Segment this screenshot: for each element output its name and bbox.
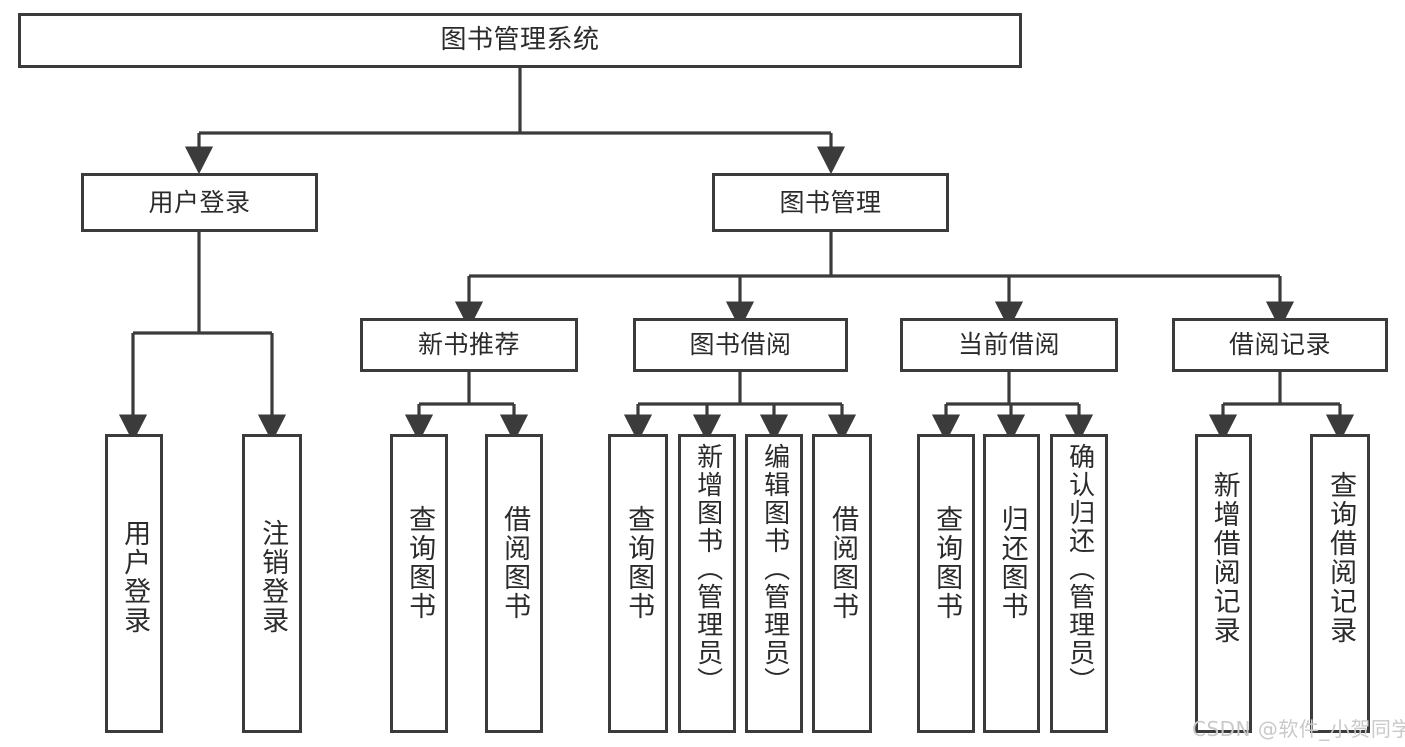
leaf-return-book[interactable]: 归还图书 — [983, 434, 1040, 733]
leaf-user-login[interactable]: 用户登录 — [105, 434, 163, 733]
node-current-borrow[interactable]: 当前借阅 — [900, 318, 1118, 372]
node-label: 用户登录 — [119, 519, 151, 635]
node-label: 新书推荐 — [417, 330, 520, 360]
node-label: 确认归还（管理员） — [1064, 443, 1095, 695]
node-label: 查询图书 — [404, 505, 436, 621]
node-label: 新增借阅记录 — [1208, 471, 1240, 645]
node-user-login[interactable]: 用户登录 — [81, 173, 318, 232]
node-label: 查询借阅记录 — [1325, 471, 1357, 645]
leaf-edit-book-admin[interactable]: 编辑图书（管理员） — [745, 434, 803, 733]
node-label: 借阅图书 — [827, 505, 859, 621]
node-label: 借阅记录 — [1228, 330, 1331, 360]
node-label: 查询图书 — [931, 505, 963, 621]
leaf-borrow-book-recommend[interactable]: 借阅图书 — [485, 434, 543, 733]
node-label: 归还图书 — [996, 505, 1028, 621]
leaf-user-logout[interactable]: 注销登录 — [242, 434, 302, 733]
node-label: 图书借阅 — [689, 330, 792, 360]
node-label: 图书管理系统 — [440, 25, 600, 56]
node-label: 借阅图书 — [499, 505, 531, 621]
node-label: 编辑图书（管理员） — [759, 443, 790, 695]
leaf-query-borrow-record[interactable]: 查询借阅记录 — [1310, 434, 1370, 733]
node-label: 注销登录 — [257, 519, 289, 635]
node-label: 新增图书（管理员） — [692, 443, 723, 695]
leaf-query-book-current[interactable]: 查询图书 — [917, 434, 975, 733]
leaf-confirm-return-admin[interactable]: 确认归还（管理员） — [1050, 434, 1108, 733]
node-new-book-recommend[interactable]: 新书推荐 — [360, 318, 578, 372]
node-label: 查询图书 — [623, 505, 655, 621]
leaf-add-book-admin[interactable]: 新增图书（管理员） — [678, 434, 736, 733]
leaf-add-borrow-record[interactable]: 新增借阅记录 — [1195, 434, 1252, 733]
node-borrow-record[interactable]: 借阅记录 — [1172, 318, 1388, 372]
node-root-library-system[interactable]: 图书管理系统 — [18, 13, 1022, 68]
csdn-watermark: CSDN @软件_小贺同学 — [1192, 717, 1405, 741]
node-label: 当前借阅 — [957, 330, 1060, 360]
node-label: 图书管理 — [779, 187, 882, 217]
leaf-query-book-recommend[interactable]: 查询图书 — [390, 434, 448, 733]
node-label: 用户登录 — [148, 187, 251, 217]
leaf-borrow-book[interactable]: 借阅图书 — [812, 434, 872, 733]
node-book-borrow[interactable]: 图书借阅 — [633, 318, 848, 372]
node-book-management[interactable]: 图书管理 — [712, 173, 949, 232]
leaf-query-book-borrow[interactable]: 查询图书 — [608, 434, 668, 733]
